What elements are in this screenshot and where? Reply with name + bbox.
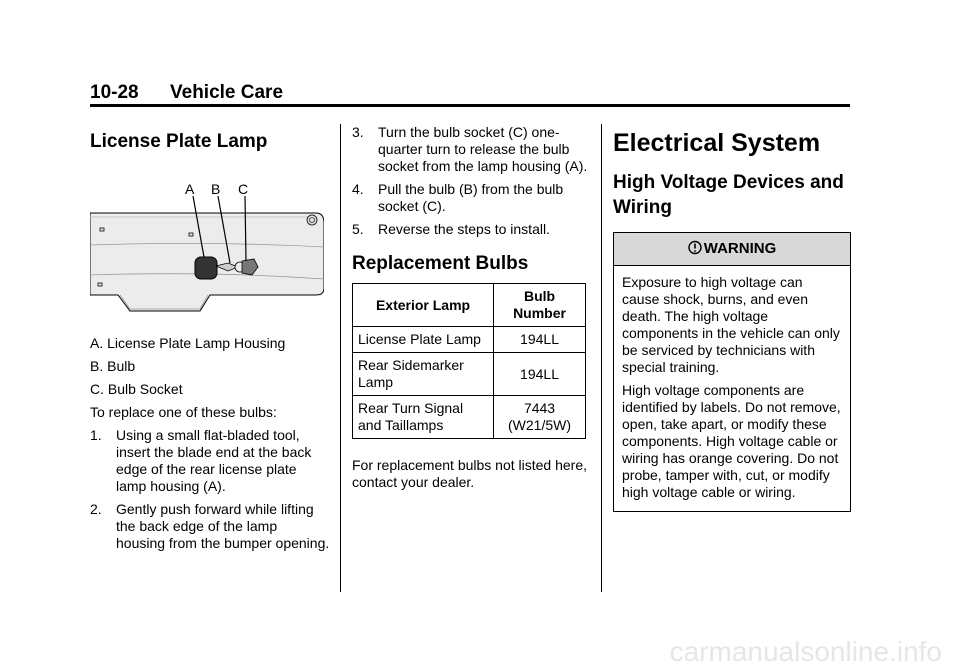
step-number: 3.: [352, 124, 364, 140]
column-header-exterior-lamp: Exterior Lamp: [351, 283, 495, 327]
step-text: Reverse the steps to install.: [378, 221, 550, 237]
table-row: License Plate Lamp 194LL: [351, 326, 586, 353]
column-divider-2: [601, 124, 602, 592]
watermark: carmanualsonline.info: [669, 636, 942, 667]
header-rule: [90, 104, 850, 107]
bulb-table: Exterior Lamp Bulb Number License Plate …: [351, 283, 586, 439]
step-number: 2.: [90, 501, 102, 517]
warning-icon: [688, 240, 702, 255]
dealer-note: For replacement bulbs not listed here, c…: [352, 457, 588, 490]
legend-item-b: B. Bulb: [90, 358, 136, 374]
figure-label-b: B: [211, 183, 220, 197]
column-3: Electrical System High Voltage Devices a…: [613, 124, 851, 512]
electrical-system-heading: Electrical System: [613, 129, 821, 157]
column-2: 3. Turn the bulb socket (C) one-quarter t…: [351, 124, 592, 491]
table-row: Rear Sidemarker Lamp 194LL: [351, 352, 586, 396]
intro-text: To replace one of these bulbs:: [90, 404, 277, 420]
warning-body: Exposure to high voltage can cause shock…: [614, 266, 850, 511]
step-text: Gently push forward while lifting the ba…: [116, 501, 330, 551]
step-5: 5. Reverse the steps to install.: [352, 221, 592, 238]
figure-label-a: A: [185, 183, 195, 197]
figure-label-c: C: [238, 183, 248, 197]
step-2: 2. Gently push forward while lifting the …: [90, 501, 330, 552]
column-header-bulb-number: Bulb Number: [493, 283, 586, 327]
license-plate-lamp-illustration: A B C: [89, 181, 325, 312]
step-number: 5.: [352, 221, 364, 237]
step-text: Turn the bulb socket (C) one-quarter tur…: [378, 124, 588, 174]
step-3: 3. Turn the bulb socket (C) one-quarter t…: [352, 124, 592, 175]
warning-label: WARNING: [703, 240, 777, 257]
warning-header: WARNING: [614, 233, 850, 266]
bulb-cell: 7443 (W21/5W): [493, 395, 586, 439]
license-plate-lamp-heading: License Plate Lamp: [90, 131, 268, 152]
step-text: Using a small flat-bladed tool, insert t…: [116, 427, 312, 494]
lamp-cell: License Plate Lamp: [351, 326, 495, 353]
page-header: 10-28 Vehicle Care: [90, 82, 283, 104]
column-1: License Plate Lamp A B C A. License Plat…: [89, 124, 330, 552]
lamp-cell: Rear Turn Signal and Taillamps: [351, 395, 495, 439]
step-number: 1.: [90, 427, 102, 443]
replacement-bulbs-heading: Replacement Bulbs: [352, 253, 529, 274]
bulb-cell: 194LL: [493, 352, 586, 396]
high-voltage-heading: High Voltage Devices and Wiring: [613, 172, 844, 218]
warning-paragraph-2: High voltage components are identified b…: [622, 382, 841, 500]
warning-box: WARNING Exposure to high voltage can cau…: [613, 232, 851, 512]
column-divider-1: [340, 124, 341, 592]
bulb-cell: 194LL: [493, 326, 586, 353]
step-number: 4.: [352, 181, 364, 197]
page-number: 10-28: [90, 82, 139, 103]
section-title: Vehicle Care: [170, 82, 284, 103]
lamp-cell: Rear Sidemarker Lamp: [351, 352, 495, 396]
table-header-row: Exterior Lamp Bulb Number: [351, 283, 586, 327]
step-text: Pull the bulb (B) from the bulb socket (…: [378, 181, 564, 214]
step-1: 1. Using a small flat-bladed tool, insert…: [90, 427, 330, 495]
table-row: Rear Turn Signal and Taillamps 7443 (W21…: [351, 395, 586, 439]
warning-paragraph-1: Exposure to high voltage can cause shock…: [622, 274, 840, 375]
step-4: 4. Pull the bulb (B) from the bulb socket…: [352, 181, 592, 215]
legend-item-a: A. License Plate Lamp Housing: [90, 335, 286, 351]
legend-item-c: C. Bulb Socket: [90, 381, 183, 397]
